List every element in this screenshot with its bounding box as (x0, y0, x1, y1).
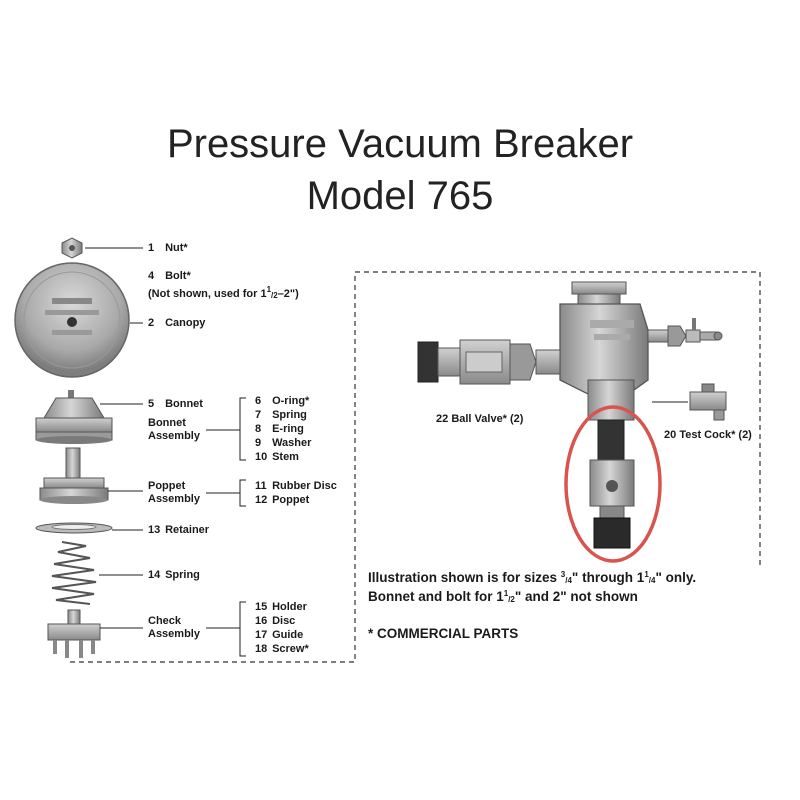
spring-illustration (51, 541, 97, 605)
diagram-title-line2: Model 765 (306, 174, 494, 218)
lower-test-cock-illustration (689, 383, 727, 421)
label-stem: 10 Stem (255, 451, 299, 463)
label-ering: 8 E-ring (255, 423, 304, 435)
label-bonnet-assembly: Bonnet Assembly (148, 417, 200, 442)
label-poppet: 12 Poppet (255, 494, 310, 506)
bonnet-illustration (35, 390, 113, 444)
valve-body-illustration (559, 281, 649, 421)
label-poppet-assembly: Poppet Assembly (148, 480, 200, 505)
label-nut: 1 Nut* (148, 242, 188, 254)
check-assembly-illustration (47, 609, 101, 658)
highlight-circle (564, 405, 662, 563)
dashed-frame (70, 271, 761, 663)
label-bonnet: 5 Bonnet (148, 398, 203, 410)
label-guide: 17 Guide (255, 629, 304, 641)
label-bolt: 4 Bolt* (148, 270, 191, 282)
label-rubber-disc: 11 Rubber Disc (255, 480, 337, 492)
left-ball-valve-illustration (417, 339, 561, 385)
upper-test-cock-illustration (647, 318, 723, 347)
canopy-illustration (14, 262, 130, 378)
label-bolt-note: (Not shown, used for 11/2–2") (148, 285, 299, 300)
poppet-assembly-bracket (206, 479, 246, 507)
note-commercial-parts: * COMMERCIAL PARTS (368, 626, 519, 641)
label-retainer: 13 Retainer (148, 524, 210, 536)
poppet-illustration (39, 477, 109, 504)
label-disc: 16 Disc (255, 615, 296, 627)
label-holder: 15 Holder (255, 601, 307, 613)
label-check-assembly: Check Assembly (148, 615, 200, 640)
label-oring: 6 O-ring* (255, 395, 310, 407)
label-spring: 14 Spring (148, 569, 200, 581)
label-screw: 18 Screw* (255, 643, 309, 655)
label-canopy: 2 Canopy (148, 317, 206, 329)
label-washer: 9 Washer (255, 437, 312, 449)
diagram-title-line1: Pressure Vacuum Breaker (166, 122, 634, 166)
bottom-ball-valve-illustration (589, 419, 635, 549)
check-assembly-bracket (206, 601, 246, 657)
retainer-illustration (35, 522, 113, 534)
stem-illustration (65, 447, 81, 479)
note-sizes: Illustration shown is for sizes 3/4" thr… (368, 570, 697, 585)
bonnet-assembly-bracket (206, 397, 246, 461)
label-test-cock: 20 Test Cock* (2) (664, 429, 752, 441)
label-ball-valve: 22 Ball Valve* (2) (436, 413, 524, 425)
note-bonnet-bolt: Bonnet and bolt for 11/2" and 2" not sho… (368, 589, 638, 604)
nut-illustration (61, 237, 83, 259)
label-spring-small: 7 Spring (255, 409, 307, 421)
